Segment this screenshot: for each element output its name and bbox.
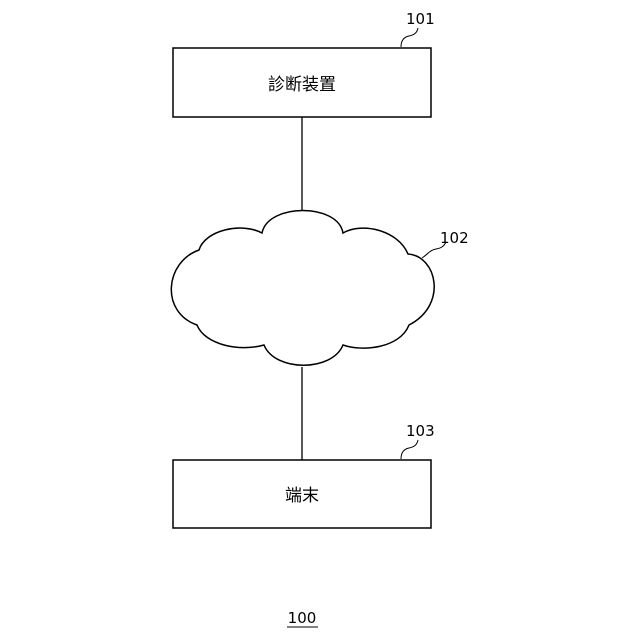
terminal-node: 端末 <box>173 460 431 528</box>
diagnostic-device-ref-leader <box>401 28 418 47</box>
diagnostic-device-label: 診断装置 <box>268 75 336 95</box>
diagnostic-device-ref: 101 <box>406 10 435 28</box>
terminal-label: 端末 <box>285 486 319 506</box>
terminal-ref-leader <box>401 440 418 459</box>
network-ref: 102 <box>440 229 469 247</box>
figure-label: 100 <box>288 609 317 627</box>
network-node <box>171 211 434 366</box>
diagnostic-device-node: 診断装置 <box>173 48 431 117</box>
terminal-ref: 103 <box>406 422 435 440</box>
network-cloud-icon <box>171 211 434 366</box>
